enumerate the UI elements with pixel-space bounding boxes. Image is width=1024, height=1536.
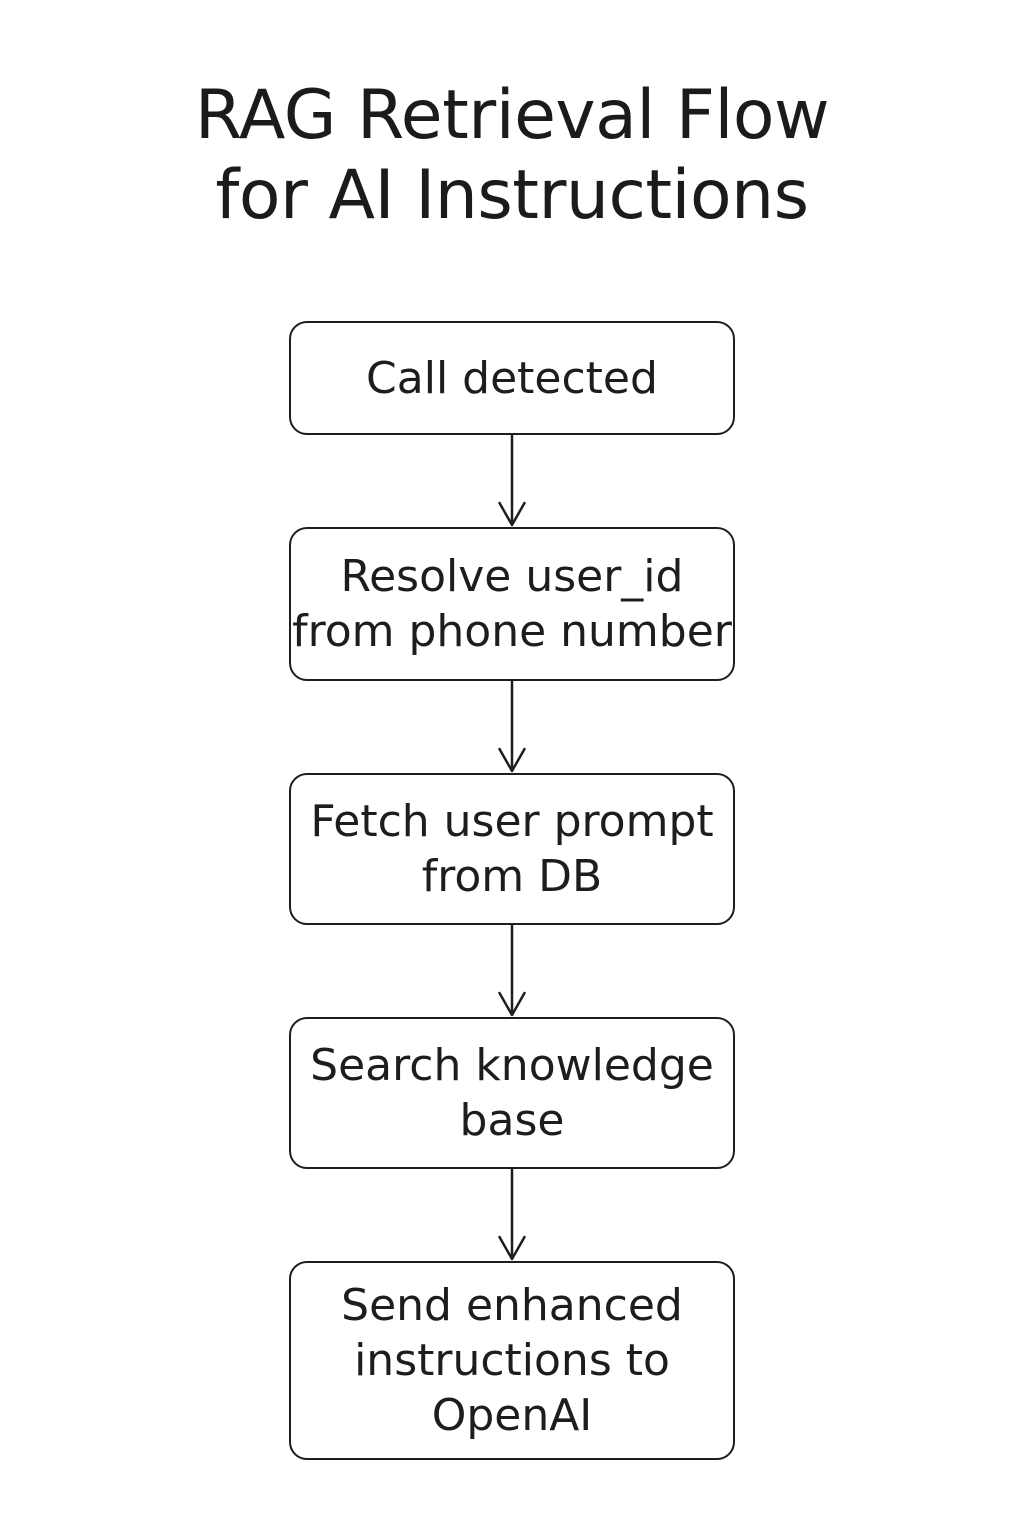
arrow-down-icon	[498, 435, 526, 527]
flow-node-search-knowledge-base: Search knowledge base	[289, 1017, 735, 1169]
flow-node-label: Call detected	[366, 352, 658, 404]
flow-node-label: Resolve user_id from phone number	[292, 551, 732, 657]
arrow-down-icon	[498, 681, 526, 773]
flow-node-fetch-user-prompt: Fetch user prompt from DB	[289, 773, 735, 925]
flow-node-label: Send enhanced instructions to OpenAI	[341, 1280, 683, 1441]
flow-node-call-detected: Call detected	[289, 321, 735, 435]
diagram-title: RAG Retrieval Flow for AI Instructions	[194, 76, 830, 235]
flow-node-label: Fetch user prompt from DB	[310, 796, 714, 902]
flow-node-label: Search knowledge base	[310, 1040, 714, 1146]
flowchart: Call detected Resolve user_id from phone…	[289, 321, 735, 1460]
arrow-down-icon	[498, 1169, 526, 1261]
flow-node-resolve-user-id: Resolve user_id from phone number	[289, 527, 735, 681]
arrow-down-icon	[498, 925, 526, 1017]
flow-node-send-instructions: Send enhanced instructions to OpenAI	[289, 1261, 735, 1460]
